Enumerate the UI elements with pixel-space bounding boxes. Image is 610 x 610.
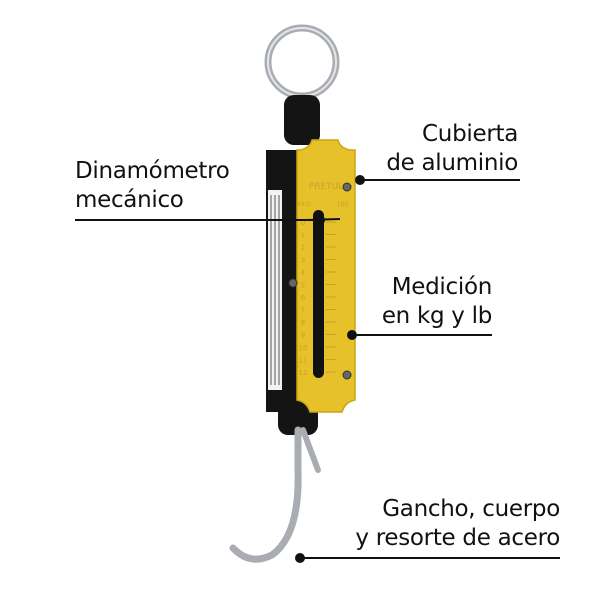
callout-text: Cubierta [422, 121, 518, 147]
indicator-slot [313, 210, 324, 378]
brand-mark: PRETUL [309, 182, 343, 192]
kg-tick-label: 4 [301, 269, 306, 277]
callout-dot [295, 553, 305, 563]
kg-tick-label: 5 [301, 282, 305, 290]
rivet [342, 182, 352, 192]
kg-tick-label: 1 [301, 232, 305, 240]
rivet [342, 370, 352, 380]
callout-dynamometer: Dinamómetro mecánico [75, 157, 230, 215]
callout-lines [75, 179, 560, 559]
kg-tick-label: 6 [301, 294, 306, 302]
callout-dot [347, 330, 357, 340]
kg-tick-label: 9 [301, 332, 305, 340]
steel-hook [229, 426, 302, 563]
callout-text: Medición [391, 274, 493, 300]
lbs-unit-label: LBS [337, 201, 348, 208]
rivet [288, 278, 298, 288]
kilo-unit-label: KILO [297, 201, 311, 208]
scale-body [284, 95, 320, 145]
callout-text: Gancho, cuerpo [382, 496, 560, 522]
kg-tick-label: 10 [299, 344, 308, 352]
callout-text: mecánico [75, 187, 184, 213]
kg-tick-label: 8 [301, 319, 305, 327]
kg-tick-label: 7 [301, 307, 305, 315]
callout-dot [355, 175, 365, 185]
callout-text: en kg y lb [381, 303, 492, 329]
callout-aluminum-cover: Cubierta de aluminio [386, 120, 518, 178]
callout-measurement: Medición en kg y lb [382, 273, 492, 331]
callout-hook-body-spring: Gancho, cuerpo y resorte de acero [355, 495, 560, 553]
aluminum-cover [296, 139, 356, 413]
kg-tick-label: 0 [301, 219, 305, 227]
callout-dot [315, 215, 325, 225]
kg-tick-label: 2 [301, 244, 305, 252]
callout-text: y resorte de acero [355, 525, 560, 551]
callout-text: Dinamómetro [75, 158, 230, 184]
kg-tick-label: 11 [299, 357, 308, 365]
kg-tick-label: 3 [301, 257, 305, 265]
kg-tick-label: 12 [299, 369, 308, 377]
callout-text: de aluminio [386, 150, 518, 176]
